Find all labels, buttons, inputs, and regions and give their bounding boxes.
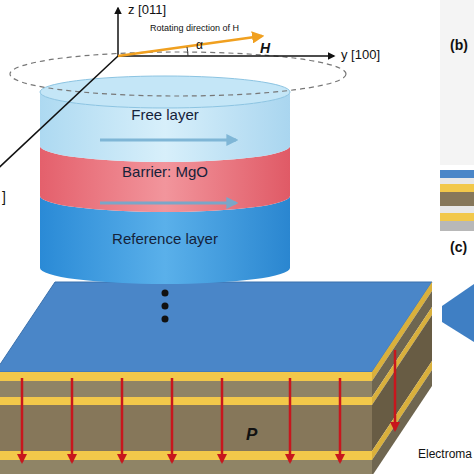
panel-label: (b) [450,38,468,53]
layer-label: Free layer [131,106,199,123]
axis-label: z [011] [128,3,166,17]
layer-label: Reference layer [112,230,218,247]
axis-label: ] [2,190,6,205]
field-label: H [260,41,270,56]
reference-layer-band: Reference layer [40,208,290,268]
axis-label: y [100] [341,48,380,62]
panel-label: (c) [450,240,467,255]
angle-label: α [196,39,203,52]
barrier-band: Barrier: MgO [40,150,290,196]
layer-label: Barrier: MgO [122,163,208,180]
rotation-note: Rotating direction of H [150,24,239,34]
polarization-label: P [246,426,257,445]
free-layer-band: Free layer [40,96,290,146]
panel-text: Electroma [418,448,472,461]
